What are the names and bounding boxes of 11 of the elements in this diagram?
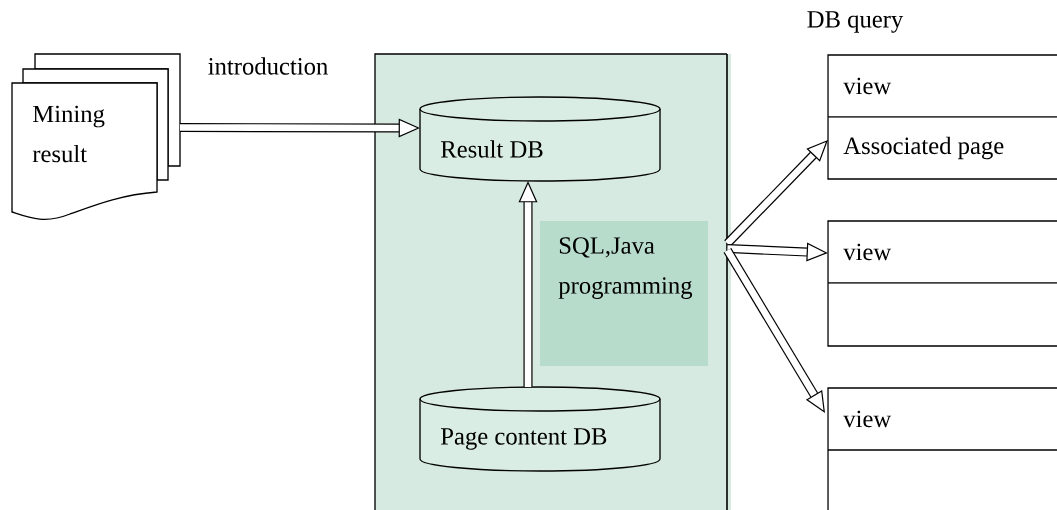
arrow — [180, 118, 420, 138]
edge-label: introduction — [208, 57, 328, 75]
database-cylinder: Result DB — [419, 96, 661, 182]
database-cylinder: Page content DB — [419, 386, 661, 472]
record-box: view Associated page — [827, 54, 1057, 180]
record-box: view — [827, 387, 1057, 510]
note-box: SQL,Java programming — [540, 221, 708, 366]
document-stack: Mining result — [11, 53, 181, 220]
record-box: view — [827, 220, 1057, 347]
section-label: DB query — [807, 11, 904, 33]
arrow — [727, 242, 828, 262]
